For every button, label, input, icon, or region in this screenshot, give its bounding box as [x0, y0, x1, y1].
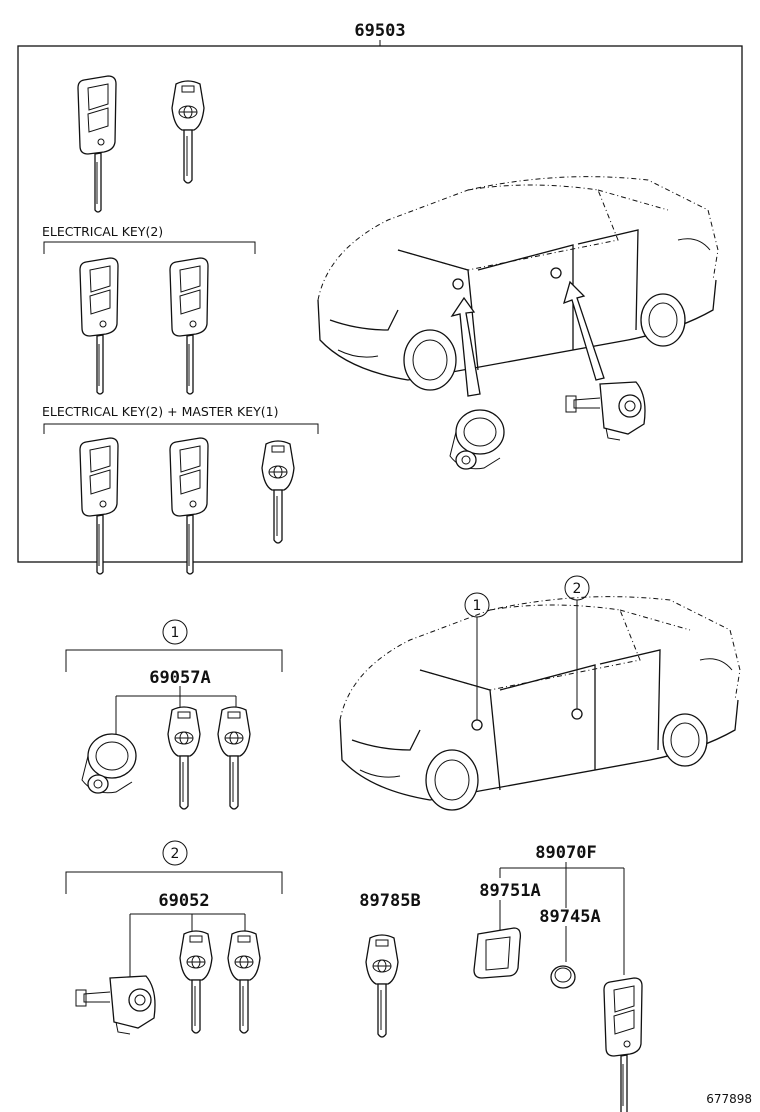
arrow-door-icon	[563, 280, 605, 381]
door-lock-cylinder-icon	[75, 975, 156, 1035]
transmitter-89070f-group: 89070F 89751A 89745A	[473, 843, 643, 1112]
master-key-icon	[261, 440, 295, 544]
key-icon	[179, 930, 213, 1034]
bracket-electrical-key	[43, 241, 256, 254]
transmitter-fob-icon	[603, 977, 643, 1112]
key-fob-icon	[79, 437, 119, 575]
door-point-marker	[571, 708, 583, 720]
bracket-group-1	[65, 649, 283, 672]
key-fob-icon	[169, 437, 209, 575]
key-icon	[167, 706, 201, 810]
arrow-ignition-icon	[450, 296, 481, 397]
key-fob-icon	[79, 257, 119, 395]
reference-number: 677898	[706, 1092, 752, 1106]
label-electrical-master: ELECTRICAL KEY(2) + MASTER KEY(1)	[42, 404, 278, 419]
key-icon	[227, 930, 261, 1034]
part-number-89745a[interactable]: 89745A	[539, 907, 600, 927]
key-fob-icon	[169, 257, 209, 395]
part-number-69057a[interactable]: 69057A	[149, 668, 210, 688]
key-case-icon	[473, 927, 522, 979]
kit-69503-group: 69503 ELECTRICAL KEY(2) ELECTRICAL KEY(2…	[17, 21, 743, 575]
bracket-group-2	[65, 871, 283, 894]
key-blank-icon	[365, 934, 399, 1038]
part-number-69052[interactable]: 69052	[158, 891, 209, 911]
ignition-point-marker	[452, 278, 464, 290]
callout-1: 1	[473, 598, 482, 614]
kit-frame	[17, 45, 743, 563]
group-callout-1: 1	[171, 625, 180, 641]
bracket-electrical-master	[43, 423, 319, 434]
part-number-89785b[interactable]: 89785B	[359, 891, 420, 911]
label-electrical-key-2: ELECTRICAL KEY(2)	[42, 224, 163, 239]
door-point-marker	[550, 267, 562, 279]
ignition-point-marker	[471, 719, 483, 731]
car-illustration	[317, 176, 719, 391]
part-number-69503[interactable]: 69503	[354, 21, 405, 41]
ignition-cylinder-icon	[449, 409, 505, 470]
group-callout-2: 2	[171, 846, 180, 862]
key-fob-icon	[77, 75, 117, 213]
callout-2: 2	[573, 581, 582, 597]
key-icon	[217, 706, 251, 810]
car-illustration	[339, 596, 741, 811]
battery-icon	[550, 965, 576, 989]
ignition-cylinder-icon	[81, 733, 137, 794]
lock-set-69057a-group: 1 69057A	[65, 619, 283, 810]
master-key-icon	[171, 80, 205, 184]
part-number-89751a[interactable]: 89751A	[479, 881, 540, 901]
door-lock-cylinder-icon	[565, 381, 646, 441]
part-number-89070f[interactable]: 89070F	[535, 843, 596, 863]
door-set-69052-group: 2 69052	[65, 840, 283, 1035]
